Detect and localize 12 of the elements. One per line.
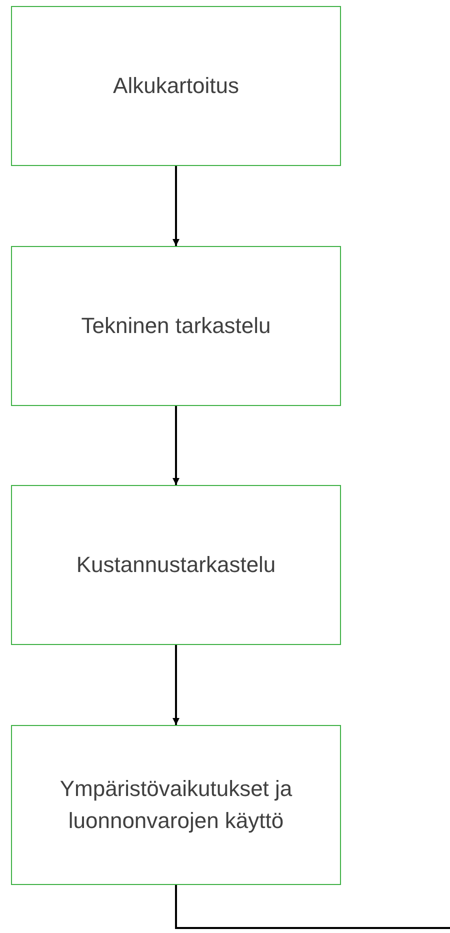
step-label: Alkukartoitus — [113, 72, 239, 100]
process-box — [11, 6, 341, 166]
arrow — [172, 166, 180, 246]
connector-line — [175, 885, 450, 929]
arrow — [172, 406, 180, 485]
process-box — [11, 485, 341, 645]
step-label: Kustannustarkastelu — [76, 551, 276, 580]
arrow — [172, 645, 180, 725]
process-box — [11, 246, 341, 406]
step-label: Ympäristövaikutukset ja luonnonvarojen käyttö — [58, 775, 294, 835]
process-box — [11, 725, 341, 885]
step-label: Tekninen tarkastelu — [81, 312, 271, 340]
